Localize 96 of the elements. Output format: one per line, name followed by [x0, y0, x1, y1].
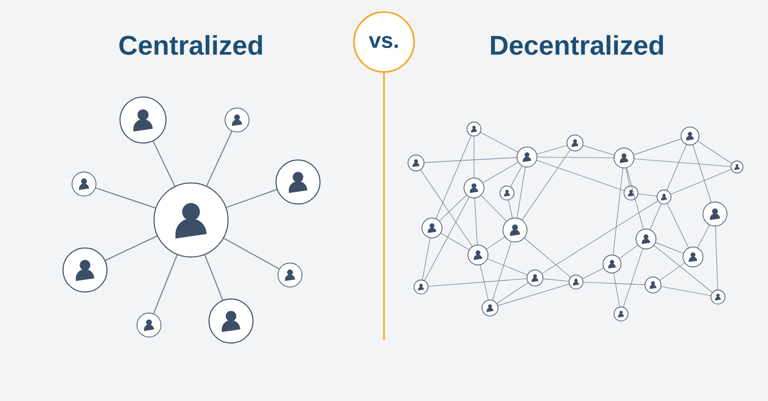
- connector-line: [613, 272, 620, 308]
- person-node: [276, 160, 320, 204]
- connector-line: [498, 284, 570, 306]
- connector-line: [422, 238, 430, 280]
- person-node: [408, 154, 424, 172]
- connector-line: [582, 268, 604, 279]
- connector-line: [650, 203, 662, 230]
- person-node: [614, 148, 634, 168]
- connector-line: [542, 200, 658, 274]
- person-node: [154, 182, 228, 258]
- connector-line: [152, 140, 176, 187]
- connector-line: [537, 156, 614, 158]
- heading: Centralized: [119, 35, 262, 55]
- person-node: [120, 96, 166, 144]
- person-node: [656, 190, 672, 204]
- connector-line: [223, 238, 280, 270]
- connector-line: [536, 145, 568, 154]
- person-node: [414, 280, 428, 294]
- person-node: [422, 218, 442, 238]
- connector-line: [482, 162, 518, 184]
- connector-line: [480, 132, 518, 152]
- person-node: [208, 298, 254, 344]
- person-node: [624, 186, 638, 200]
- person-node: [636, 228, 656, 250]
- connector-line: [436, 135, 472, 219]
- person-node: [62, 248, 108, 292]
- person-node: [566, 134, 584, 152]
- connector-line: [226, 189, 278, 208]
- connector-line: [655, 242, 684, 254]
- connector-line: [660, 286, 712, 296]
- connector-line: [496, 282, 528, 304]
- connector-line: [522, 150, 571, 220]
- connector-line: [206, 130, 232, 186]
- connector-line: [204, 254, 224, 301]
- connector-line: [480, 195, 507, 222]
- connector-line: [660, 262, 685, 280]
- heading: Decentralized: [491, 35, 663, 55]
- connector-line: [583, 282, 645, 285]
- connector-line: [634, 158, 731, 167]
- connector-line: [634, 138, 682, 155]
- connector-line: [104, 235, 158, 261]
- connector-line: [697, 224, 710, 248]
- connector-line: [543, 278, 569, 282]
- connector-line: [612, 168, 624, 255]
- person-node: [614, 306, 628, 322]
- person-node: [680, 126, 700, 146]
- person-node: [500, 186, 514, 200]
- connector-line: [492, 241, 512, 300]
- person-node: [516, 146, 538, 168]
- connector-line: [623, 248, 643, 308]
- connector-line: [424, 157, 517, 163]
- person-node: [136, 312, 162, 338]
- person-node: [644, 276, 662, 294]
- person-node: [730, 160, 744, 174]
- connector-line: [670, 169, 732, 194]
- connector-line: [487, 258, 528, 276]
- connector-line: [698, 140, 732, 164]
- connector-line: [428, 278, 527, 287]
- connector-line: [654, 245, 713, 293]
- connector-line: [95, 187, 156, 209]
- person-node: [602, 254, 622, 274]
- person-node: [468, 244, 488, 266]
- connector-line: [474, 198, 478, 245]
- connector-line: [626, 168, 644, 230]
- connector-line: [619, 244, 638, 259]
- person-node: [710, 290, 726, 304]
- person-node: [702, 202, 728, 226]
- person-node: [682, 246, 704, 268]
- person-node: [72, 172, 96, 196]
- person-node: [568, 274, 584, 290]
- connector-line: [626, 168, 630, 186]
- connector-line: [486, 236, 506, 250]
- connector-line: [510, 166, 522, 187]
- person-node: [482, 300, 498, 316]
- person-node: [502, 218, 528, 242]
- connector-line: [420, 170, 472, 247]
- connector-line: [715, 226, 718, 290]
- person-node: [526, 270, 544, 286]
- connector-line: [666, 144, 687, 190]
- connector-line: [153, 254, 178, 314]
- connector-line: [638, 194, 657, 196]
- connector-line: [440, 232, 470, 250]
- person-node: [464, 178, 484, 198]
- person-node: [224, 108, 250, 132]
- person-node: [278, 262, 302, 288]
- connector-line: [582, 145, 614, 156]
- connector-line: [536, 160, 624, 191]
- connector-line: [666, 203, 689, 248]
- connector-line: [508, 200, 513, 218]
- connector-line: [480, 264, 488, 300]
- connector-line: [424, 196, 470, 281]
- connector-line: [524, 238, 571, 278]
- connector-line: [439, 194, 467, 222]
- connector-line: [692, 144, 712, 202]
- person-node: [466, 122, 482, 136]
- connector-line: [516, 166, 526, 218]
